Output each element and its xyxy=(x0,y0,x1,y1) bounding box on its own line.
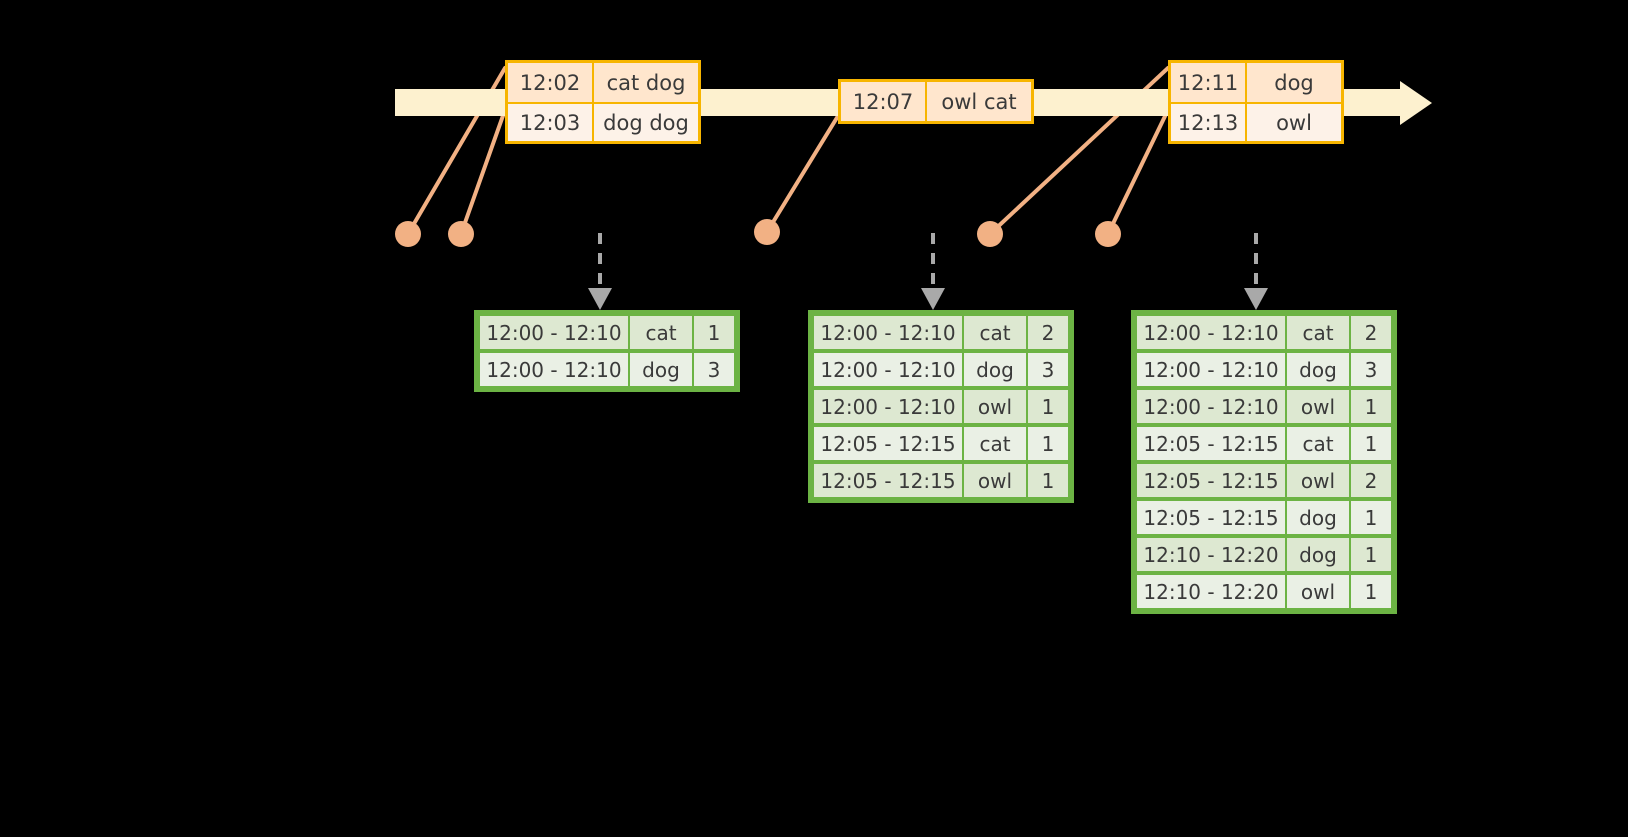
event-row: 12:03 dog dog xyxy=(508,102,698,141)
timeline-arrowhead-icon xyxy=(1400,81,1432,125)
count-cell: 1 xyxy=(1351,575,1391,608)
count-cell: 3 xyxy=(1028,353,1068,386)
event-dot-5 xyxy=(1095,221,1121,247)
window-cell: 12:00 - 12:10 xyxy=(814,353,962,386)
count-cell: 1 xyxy=(1351,390,1391,423)
count-cell: 1 xyxy=(1351,427,1391,460)
dashed-arrow-head-1 xyxy=(588,288,612,310)
event-time: 12:11 xyxy=(1171,63,1247,102)
event-time: 12:03 xyxy=(508,104,594,141)
window-cell: 12:00 - 12:10 xyxy=(480,353,628,386)
window-cell: 12:05 - 12:15 xyxy=(1137,464,1285,497)
event-time: 12:07 xyxy=(841,82,927,121)
count-cell: 3 xyxy=(1351,353,1391,386)
event-value: dog dog xyxy=(603,110,689,135)
word-cell: dog xyxy=(1287,501,1349,534)
window-cell: 12:05 - 12:15 xyxy=(814,427,962,460)
word-cell: cat xyxy=(630,316,692,349)
window-cell: 12:10 - 12:20 xyxy=(1137,538,1285,571)
window-cell: 12:05 - 12:15 xyxy=(1137,501,1285,534)
connector-line-2 xyxy=(459,108,507,236)
event-row: 12:11 dog xyxy=(1171,63,1341,102)
word-cell: owl xyxy=(1287,464,1349,497)
word-cell: owl xyxy=(964,464,1026,497)
count-cell: 1 xyxy=(1028,464,1068,497)
event-value: dog xyxy=(1274,70,1314,95)
event-time: 12:13 xyxy=(1171,104,1247,141)
event-dot-1 xyxy=(395,221,421,247)
event-group-3[interactable]: 12:11 dog 12:13 owl xyxy=(1168,60,1344,144)
count-cell: 1 xyxy=(694,316,734,349)
count-cell: 1 xyxy=(1351,501,1391,534)
dashed-arrow-head-3 xyxy=(1244,288,1268,310)
event-dot-3 xyxy=(754,219,780,245)
window-cell: 12:05 - 12:15 xyxy=(1137,427,1285,460)
word-cell: dog xyxy=(630,353,692,386)
window-cell: 12:10 - 12:20 xyxy=(1137,575,1285,608)
event-value: owl xyxy=(1276,110,1312,135)
event-value: owl cat xyxy=(941,89,1017,114)
word-cell: dog xyxy=(1287,353,1349,386)
window-cell: 12:00 - 12:10 xyxy=(814,316,962,349)
event-time: 12:02 xyxy=(508,63,594,102)
count-cell: 2 xyxy=(1351,316,1391,349)
word-cell: cat xyxy=(964,316,1026,349)
connector-line-5 xyxy=(1106,108,1170,236)
count-cell: 1 xyxy=(1028,390,1068,423)
word-cell: cat xyxy=(964,427,1026,460)
event-dot-2 xyxy=(448,221,474,247)
word-cell: dog xyxy=(964,353,1026,386)
word-cell: cat xyxy=(1287,427,1349,460)
word-cell: owl xyxy=(1287,575,1349,608)
window-cell: 12:00 - 12:10 xyxy=(1137,316,1285,349)
event-dot-4 xyxy=(977,221,1003,247)
event-row: 12:02 cat dog xyxy=(508,63,698,102)
window-cell: 12:00 - 12:10 xyxy=(814,390,962,423)
event-value: cat dog xyxy=(606,70,686,95)
event-group-1[interactable]: 12:02 cat dog 12:03 dog dog xyxy=(505,60,701,144)
count-cell: 2 xyxy=(1028,316,1068,349)
window-cell: 12:00 - 12:10 xyxy=(480,316,628,349)
word-cell: owl xyxy=(964,390,1026,423)
event-group-2[interactable]: 12:07 owl cat xyxy=(838,79,1034,124)
word-cell: owl xyxy=(1287,390,1349,423)
word-cell: cat xyxy=(1287,316,1349,349)
event-row: 12:07 owl cat xyxy=(841,82,1031,121)
connector-line-3 xyxy=(765,114,840,234)
count-cell: 2 xyxy=(1351,464,1391,497)
count-cell: 3 xyxy=(694,353,734,386)
window-cell: 12:00 - 12:10 xyxy=(1137,390,1285,423)
window-cell: 12:00 - 12:10 xyxy=(1137,353,1285,386)
count-cell: 1 xyxy=(1351,538,1391,571)
event-row: 12:13 owl xyxy=(1171,102,1341,141)
window-cell: 12:05 - 12:15 xyxy=(814,464,962,497)
count-cell: 1 xyxy=(1028,427,1068,460)
dashed-arrow-head-2 xyxy=(921,288,945,310)
word-cell: dog xyxy=(1287,538,1349,571)
